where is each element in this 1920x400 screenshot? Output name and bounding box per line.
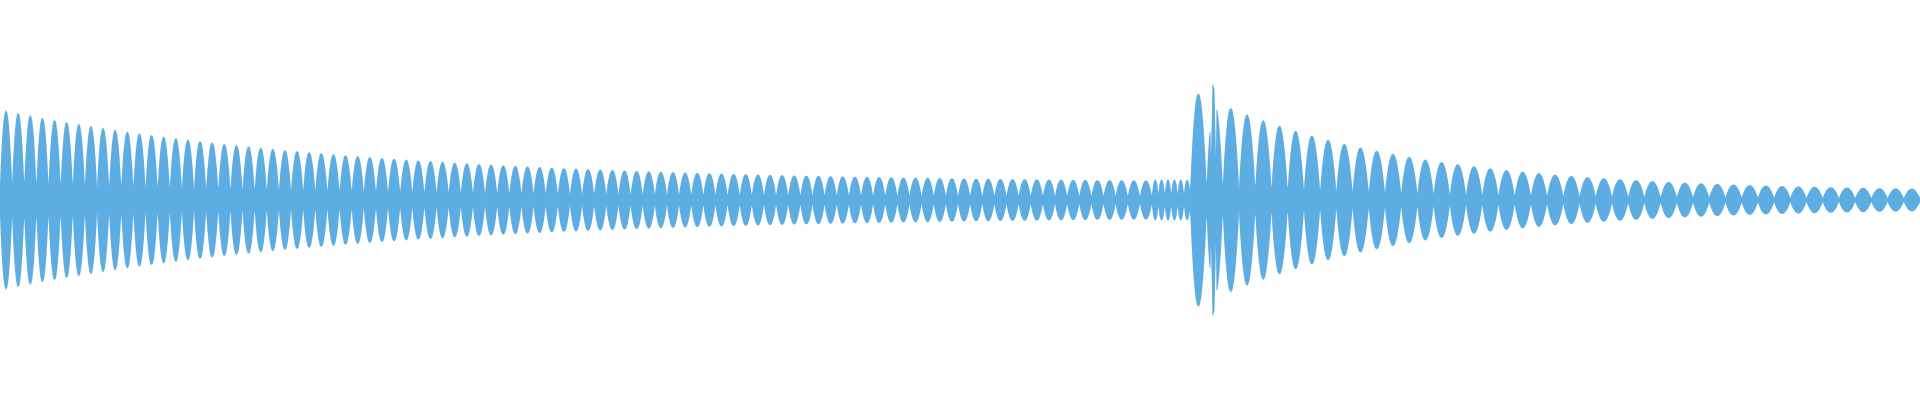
waveform-path bbox=[0, 84, 1920, 316]
